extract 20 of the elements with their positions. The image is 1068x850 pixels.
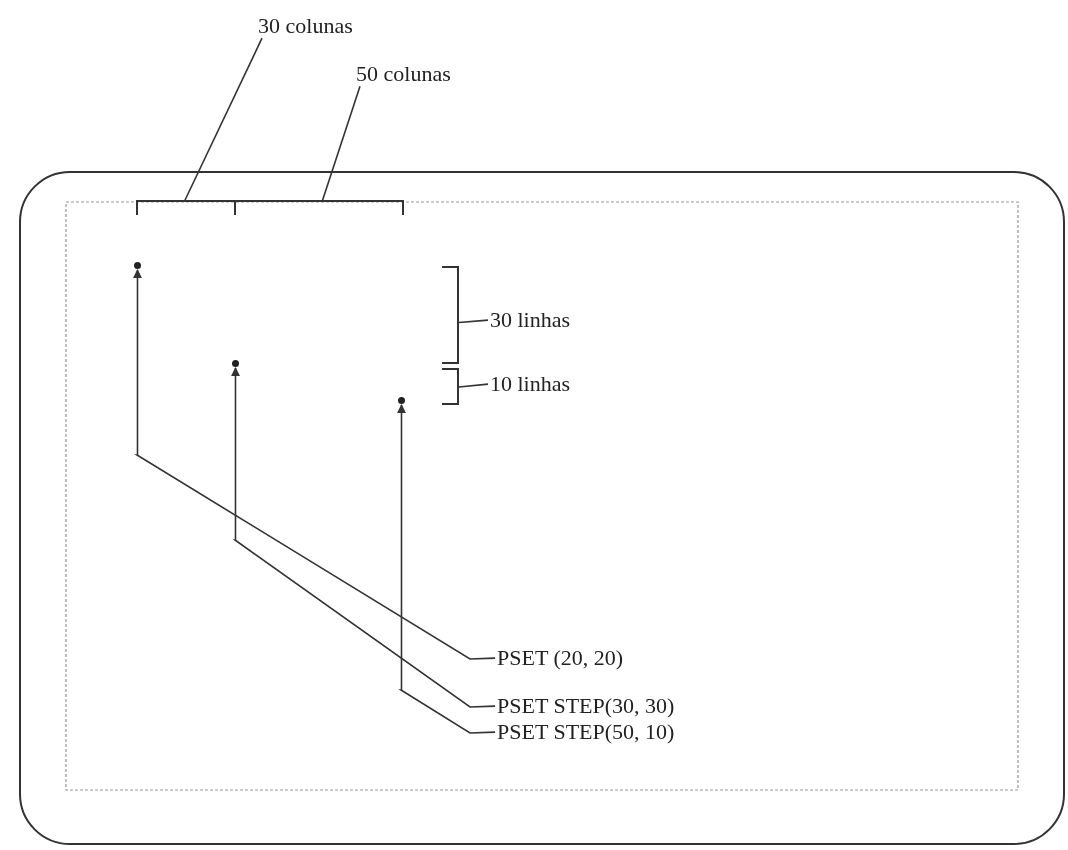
leader-arrow <box>231 367 496 708</box>
label-text: 30 linhas <box>490 308 571 333</box>
pixel-dot <box>134 262 141 269</box>
label-text: 30 colunas <box>258 14 353 39</box>
label-text: PSET (20, 20) <box>497 646 624 671</box>
pixel-dot <box>232 360 239 367</box>
leader-arrow <box>133 269 496 660</box>
label-text: 10 linhas <box>490 372 571 397</box>
label-text: 50 colunas <box>356 62 451 87</box>
leader-line <box>458 319 489 324</box>
label-text: PSET STEP(30, 30) <box>497 694 675 719</box>
pixel-dot <box>398 397 405 404</box>
dimension-bracket <box>136 200 406 216</box>
label-text: PSET STEP(50, 10) <box>497 720 675 745</box>
dimension-bracket <box>442 266 460 365</box>
leader-arrow <box>397 404 496 734</box>
leader-line <box>458 383 489 388</box>
leader-line <box>321 85 361 202</box>
dimension-bracket <box>442 368 460 406</box>
leader-line <box>183 37 263 202</box>
